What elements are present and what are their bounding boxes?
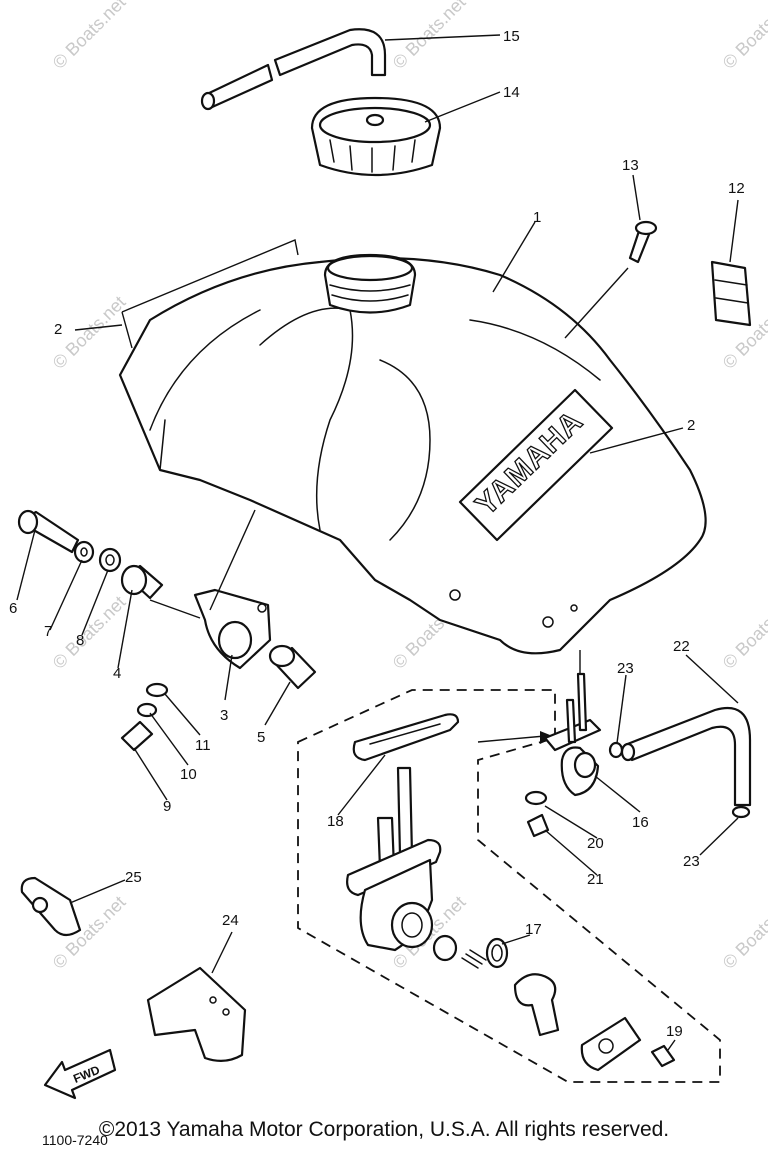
callout-1: 1: [533, 209, 541, 226]
callout-18: 18: [327, 813, 344, 830]
watermark: © Boats.net: [719, 892, 768, 973]
fwd-arrow: FWD: [43, 1048, 117, 1100]
part-7-washer: [73, 540, 95, 564]
callout-leaders: [16, 34, 739, 1051]
part-14-fuel-cap: [310, 96, 442, 177]
watermark: © Boats.net: [49, 0, 130, 73]
copyright-notice: ©2013 Yamaha Motor Corporation, U.S.A. A…: [98, 1118, 670, 1141]
callout-24: 24: [222, 912, 239, 929]
callout-13: 13: [622, 157, 639, 174]
callout-11: 11: [195, 737, 211, 754]
part-25-bracket: [20, 876, 82, 937]
callout-19: 19: [666, 1023, 683, 1040]
callout-2-stripe: 2: [54, 321, 62, 338]
leader: [209, 509, 256, 611]
callout-16: 16: [632, 814, 649, 831]
part-6-bolt: [17, 509, 80, 554]
callout-7: 7: [44, 623, 52, 640]
part-11-plate: [145, 682, 169, 698]
part-21-screw: [526, 813, 550, 838]
part-16-fuel-cock: [543, 672, 602, 797]
callout-6: 6: [9, 600, 17, 617]
part-23-clip: [608, 741, 624, 759]
part-3-bracket: [193, 588, 272, 670]
part-22-fuel-hose: [620, 706, 752, 807]
watermark: © Boats.net: [719, 0, 768, 73]
callout-15: 15: [503, 28, 520, 45]
part-18-gasket: [352, 713, 460, 762]
callout-25: 25: [125, 869, 142, 886]
part-9-bolt: [120, 720, 154, 752]
callout-3: 3: [220, 707, 228, 724]
callout-labels: 15 14 13 12 1 2 2 6 7 8 4 3 5 11 10 9 22…: [9, 28, 745, 1040]
stripe-bracket: [121, 239, 299, 349]
watermark: © Boats.net: [719, 592, 768, 673]
callout-10: 10: [180, 766, 197, 783]
callout-21: 21: [587, 871, 604, 888]
inset-arrow: [477, 735, 546, 743]
callout-5: 5: [257, 729, 265, 746]
drawing-code: 1100-7240: [42, 1132, 108, 1148]
leader: [149, 599, 201, 619]
part-5-collar: [268, 644, 317, 690]
callout-9: 9: [163, 798, 171, 815]
part-4-grommet: [120, 564, 164, 600]
callout-17: 17: [525, 921, 542, 938]
part-19-screw: [650, 1044, 676, 1068]
callout-23-lower: 23: [683, 853, 700, 870]
part-24-bracket: [146, 966, 247, 1062]
part-valve-parts: [432, 934, 642, 1072]
watermark: © Boats.net: [49, 592, 130, 673]
callout-23-upper: 23: [617, 660, 634, 677]
callout-14: 14: [503, 84, 520, 101]
callout-8: 8: [76, 632, 84, 649]
part-20-washer: [524, 790, 548, 806]
part-12-damper: [710, 260, 752, 327]
leader: [564, 267, 629, 339]
part-15-breather-hose: [200, 28, 387, 111]
part-23-clip: [731, 805, 751, 819]
fuel-cock-inset-box: [297, 689, 721, 1083]
callout-2-emblem: 2: [687, 417, 695, 434]
callout-4: 4: [113, 665, 121, 682]
callout-12: 12: [728, 180, 745, 197]
part-1-fuel-tank: [118, 253, 707, 655]
part-8-washer: [98, 547, 122, 573]
part-fuel-cock-exploded: [346, 766, 442, 952]
part-13-screw: [628, 220, 658, 264]
part-10-washer: [136, 702, 158, 718]
part-17-o-ring: [485, 937, 509, 969]
callout-20: 20: [587, 835, 604, 852]
callout-22: 22: [673, 638, 690, 655]
